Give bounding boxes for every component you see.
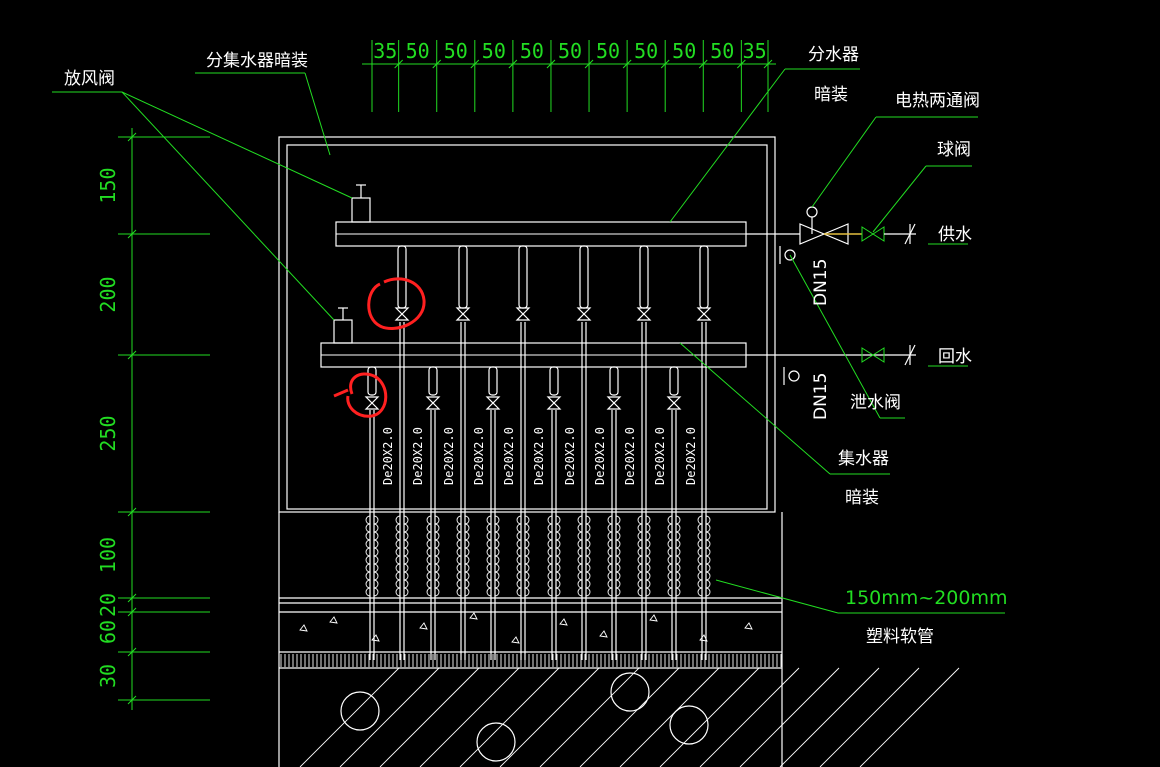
- return-branch-pipe: [606, 366, 622, 660]
- top-dimension-value: 50: [406, 39, 430, 63]
- left-dimension-value: 100: [96, 537, 120, 573]
- supply-branch-pipe: [394, 245, 410, 660]
- leader-lines: [52, 68, 1005, 614]
- top-dimension-value: 50: [558, 39, 582, 63]
- pipe-spec-label: De20X2.0: [684, 427, 698, 485]
- label-plastic-hose: 塑料软管: [866, 627, 934, 647]
- top-dimension-value: 50: [634, 39, 658, 63]
- corrugated-hose: [547, 515, 561, 597]
- top-dimension-value: 50: [596, 39, 620, 63]
- supply-branch-pipe: [515, 245, 531, 660]
- left-dimension-chain: 150 200 250 100 20 60 30: [96, 128, 210, 710]
- return-branch-pipe: [666, 366, 682, 660]
- label-manifold-concealed: 分集水器暗装: [206, 51, 308, 71]
- floor-layers: [278, 512, 960, 767]
- top-dimension-value: 50: [520, 39, 544, 63]
- return-line: [746, 344, 916, 385]
- corrugated-hose: [426, 515, 440, 597]
- label-hose-length: 150mm~200mm: [845, 587, 1007, 609]
- top-dimension-value: 50: [710, 39, 734, 63]
- supply-manifold: [335, 184, 747, 247]
- pipe-spec-label: De20X2.0: [472, 427, 486, 485]
- corrugated-hose: [577, 515, 591, 597]
- top-dimension-value: 50: [482, 39, 506, 63]
- top-dimension-chain: 35 50 50 50 50 50 50 50 50 50 35: [362, 39, 776, 112]
- left-dimension-value: 150: [96, 167, 120, 203]
- return-manifold: [320, 307, 747, 368]
- pipe-spec-label: De20X2.0: [442, 427, 456, 485]
- pipe-spec-label: De20X2.0: [502, 427, 516, 485]
- supply-branch-pipe: [696, 245, 712, 660]
- corrugated-hose: [607, 515, 621, 597]
- top-dimension-value: 35: [743, 39, 767, 63]
- left-dimension-value: 30: [96, 664, 120, 688]
- label-supply-water: 供水: [938, 225, 972, 245]
- cabinet-box: [278, 136, 776, 513]
- pipe-spec-label: De20X2.0: [623, 427, 637, 485]
- pipe-group: De20X2.0 De20X2.0 De20X2.0 De20X2.0 De20X2.0…: [364, 245, 712, 660]
- supply-line: [746, 206, 916, 264]
- corrugated-hose: [365, 515, 379, 597]
- supply-branch-pipe: [455, 245, 471, 660]
- label-collector: 集水器: [838, 449, 889, 469]
- corrugated-hose: [456, 515, 470, 597]
- left-dimension-value: 60: [96, 620, 120, 644]
- supply-branch-pipe: [576, 245, 592, 660]
- label-dn-top: DN15: [811, 259, 831, 306]
- corrugated-hose: [637, 515, 651, 597]
- corrugated-hose: [486, 515, 500, 597]
- corrugated-hose: [395, 515, 409, 597]
- label-supply-manifold: 分水器: [808, 45, 859, 65]
- floor-hatch: [280, 612, 960, 767]
- label-ball-valve: 球阀: [937, 140, 971, 160]
- top-dimension-value: 50: [672, 39, 696, 63]
- pipe-spec-label: De20X2.0: [532, 427, 546, 485]
- left-dimension-value: 250: [96, 415, 120, 451]
- pipe-spec-label: De20X2.0: [381, 427, 395, 485]
- return-branch-pipe: [485, 366, 501, 660]
- label-dn-bottom: DN15: [811, 373, 831, 420]
- return-branch-pipe: [546, 366, 562, 660]
- top-dimension-value: 50: [444, 39, 468, 63]
- label-two-way-valve: 电热两通阀: [895, 91, 980, 111]
- top-dimension-value: 35: [373, 39, 397, 63]
- left-dimension-value: 200: [96, 276, 120, 312]
- return-branch-pipe: [364, 366, 380, 660]
- return-branch-pipe: [425, 366, 441, 660]
- text-labels: 放风阀 分集水器暗装 分水器 暗装 电热两通阀 球阀 供水 回水 泄水阀 集水器…: [64, 45, 1007, 647]
- label-return-water: 回水: [938, 347, 972, 367]
- left-dimension-value: 20: [96, 593, 120, 617]
- pipe-spec-label: De20X2.0: [563, 427, 577, 485]
- corrugated-hose: [516, 515, 530, 597]
- label-collector-concealed: 暗装: [845, 488, 879, 508]
- label-vent-valve: 放风阀: [64, 69, 115, 89]
- corrugated-hose: [697, 515, 711, 597]
- corrugated-hose: [667, 515, 681, 597]
- pipe-spec-label: De20X2.0: [653, 427, 667, 485]
- label-supply-concealed: 暗装: [814, 85, 848, 105]
- label-drain-valve: 泄水阀: [850, 393, 901, 413]
- pipe-spec-label: De20X2.0: [593, 427, 607, 485]
- supply-branch-pipe: [636, 245, 652, 660]
- red-markup: [333, 277, 426, 418]
- pipe-spec-label: De20X2.0: [411, 427, 425, 485]
